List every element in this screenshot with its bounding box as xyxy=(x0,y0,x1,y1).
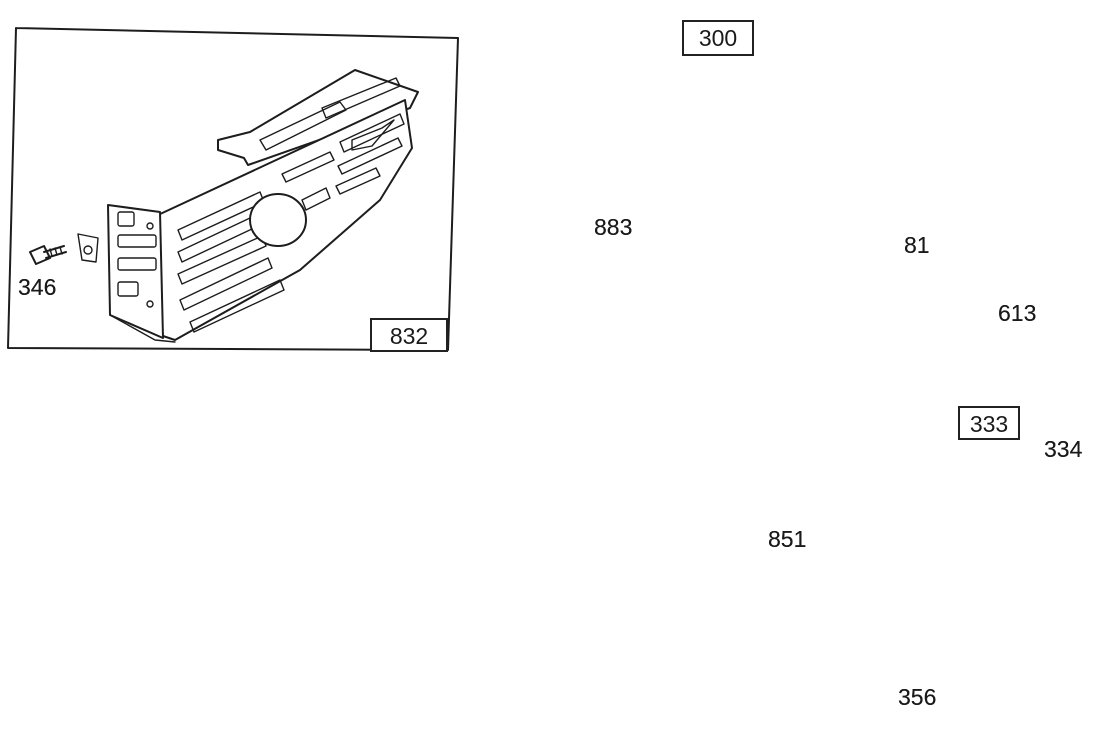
label-883: 883 xyxy=(594,214,633,240)
callout-883: 883 xyxy=(594,214,633,240)
box-832-frame xyxy=(7,27,459,351)
label-832: 832 xyxy=(370,318,448,352)
label-613: 613 xyxy=(998,300,1037,326)
label-300: 300 xyxy=(682,20,754,56)
callout-356: 356 xyxy=(898,684,937,710)
callout-81: 81 xyxy=(904,232,930,258)
callout-613: 613 xyxy=(998,300,1037,326)
screw-346 xyxy=(29,245,67,265)
callout-334: 334 xyxy=(1044,436,1083,462)
callout-346: 346 xyxy=(18,274,57,300)
muffler-guard-832 xyxy=(77,69,419,343)
label-851: 851 xyxy=(768,526,807,552)
label-346: 346 xyxy=(18,274,57,300)
callout-851: 851 xyxy=(768,526,807,552)
label-81: 81 xyxy=(904,232,930,258)
label-333: 333 xyxy=(958,406,1020,440)
label-334: 334 xyxy=(1044,436,1083,462)
label-356: 356 xyxy=(898,684,937,710)
